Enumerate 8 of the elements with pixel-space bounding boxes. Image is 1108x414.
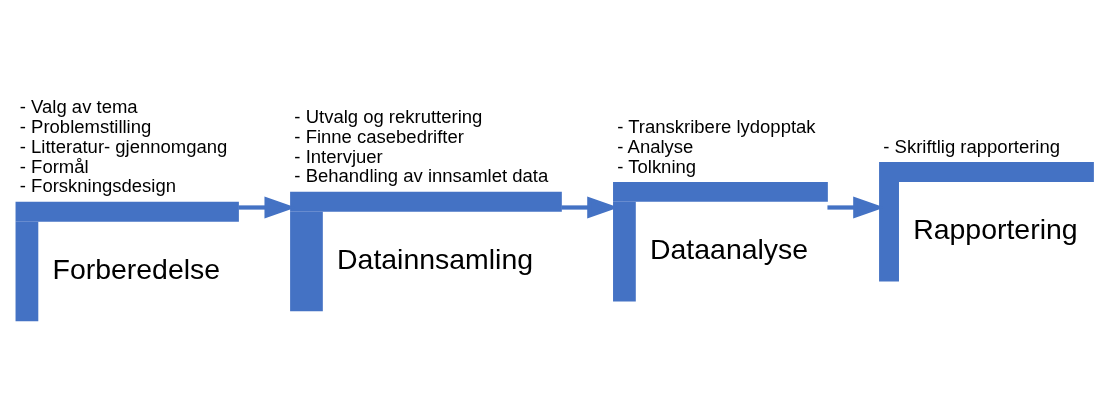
node-label: - Valg av tema [19, 95, 138, 117]
node-label: - Transkribere lydopptak [617, 115, 816, 137]
node-label: - Analyse [617, 135, 694, 157]
node-label: - Skriftlig rapportering [883, 135, 1061, 157]
node-label: - Intervjuer [294, 145, 383, 167]
node-label: - Utvalg og rekruttering [294, 105, 483, 127]
node-label: - Formål [19, 155, 89, 176]
node-label: - Forskningsdesign [19, 174, 176, 196]
